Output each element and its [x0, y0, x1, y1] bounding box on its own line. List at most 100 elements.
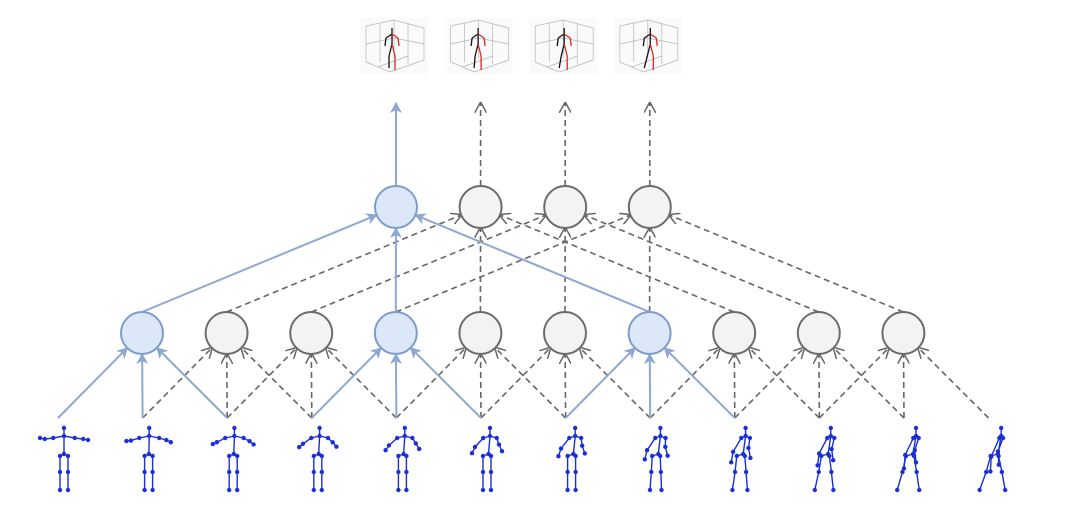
skeleton-bone — [745, 471, 749, 491]
skeleton-joint — [828, 433, 833, 439]
2d-skeleton-icon — [383, 425, 422, 493]
input-to-layer1-edge — [311, 347, 382, 419]
skeleton-joint — [232, 433, 237, 439]
skeleton-joint — [214, 440, 220, 445]
skeleton-joint — [832, 435, 837, 441]
skeleton-joint — [984, 469, 989, 475]
pose-bone — [477, 43, 482, 57]
skeleton-joint — [334, 444, 339, 449]
skeleton-bone — [744, 455, 747, 473]
skeleton-bone — [904, 437, 914, 456]
skeleton-joint — [402, 425, 407, 431]
pose-bone — [483, 37, 486, 47]
skeleton-joint — [742, 453, 747, 459]
input-to-layer1-edge — [564, 347, 636, 419]
skeleton-joint — [317, 433, 322, 439]
layer1-to-layer2-edge — [669, 215, 904, 313]
skeleton-joint — [900, 469, 905, 475]
skeleton-joint — [746, 445, 751, 451]
skeleton-joint — [386, 443, 392, 448]
skeleton-joint — [396, 453, 401, 459]
active-connections — [57, 102, 736, 419]
plot-grid-line — [389, 59, 425, 73]
skeleton-joint — [573, 453, 578, 459]
plot-grid-line — [643, 59, 678, 73]
skeleton-joint — [156, 435, 162, 441]
pose-bone — [563, 43, 568, 57]
inactive-connections — [142, 103, 990, 419]
skeleton-joint — [309, 435, 314, 441]
skeleton-joint — [825, 435, 830, 441]
pose-bone — [646, 43, 651, 57]
skeleton-joint — [494, 435, 499, 441]
layer2-node — [458, 185, 503, 229]
layer1-node — [120, 311, 164, 355]
skeleton-joint — [37, 435, 43, 441]
skeleton-joint — [488, 453, 494, 459]
skeleton-bone — [732, 437, 742, 453]
input-to-layer1-edge — [326, 348, 397, 419]
plot-grid-line — [393, 19, 425, 29]
skeleton-joint — [227, 453, 232, 459]
layer1-to-layer2-edge — [226, 215, 462, 313]
layer2-node — [627, 185, 672, 229]
plot-grid-line — [377, 55, 409, 68]
pose-bone — [557, 33, 565, 39]
skeleton-joint — [999, 425, 1004, 431]
skeleton-joint — [573, 425, 578, 431]
2d-skeleton-icon — [729, 425, 753, 493]
skeleton-joint — [81, 436, 86, 442]
skeleton-joint — [743, 469, 749, 475]
skeleton-joint — [383, 447, 388, 453]
skeleton-bone — [896, 471, 904, 491]
skeleton-joint — [999, 469, 1005, 475]
skeleton-joint — [642, 457, 647, 462]
skeleton-joint — [997, 435, 1002, 441]
skeleton-joint — [663, 444, 668, 450]
skeleton-joint — [330, 440, 335, 445]
skeleton-joint — [311, 487, 316, 493]
input-to-layer1-edge — [834, 348, 905, 419]
pose-bone — [643, 33, 651, 39]
skeleton-bone — [734, 455, 738, 473]
network-nodes — [120, 185, 926, 355]
layer1-node — [458, 311, 503, 355]
skeleton-joint — [404, 487, 409, 493]
skeleton-joint — [730, 487, 735, 493]
input-to-layer1-edge — [749, 348, 820, 419]
skeleton-joint — [168, 440, 173, 445]
skeleton-joint — [227, 469, 232, 475]
skeleton-joint — [150, 469, 155, 475]
2d-skeleton-icon — [642, 425, 670, 493]
skeleton-joint — [142, 453, 147, 459]
skeleton-joint — [812, 487, 817, 493]
skeleton-joint — [300, 441, 306, 446]
skeleton-bone — [1001, 471, 1006, 491]
skeleton-joint — [747, 435, 753, 441]
plot-grid-line — [547, 55, 578, 68]
skeleton-joint — [150, 453, 155, 459]
pose-bone — [471, 33, 479, 39]
skeleton-joint — [649, 469, 654, 475]
skeleton-joint — [480, 453, 486, 459]
skeleton-joint — [128, 438, 134, 443]
plot-grid-line — [631, 55, 662, 68]
layer1-node — [204, 311, 249, 355]
skeleton-joint — [650, 453, 655, 459]
input-to-layer1-edge — [156, 347, 228, 419]
skeleton-bone — [560, 437, 570, 450]
skeleton-joint — [912, 448, 917, 453]
pose-bone — [391, 43, 396, 57]
skeleton-joint — [739, 435, 744, 441]
skeleton-joint — [396, 469, 401, 475]
skeleton-bone — [814, 471, 820, 491]
skeleton-joint — [829, 446, 834, 452]
skeleton-joint — [911, 435, 916, 441]
skeleton-joint — [480, 469, 486, 475]
skeleton-bone — [487, 435, 491, 455]
skeleton-joint — [57, 469, 63, 475]
skeleton-joint — [251, 442, 256, 447]
skeleton-joint — [404, 453, 409, 459]
skeleton-joint — [85, 437, 91, 443]
pose-bone — [384, 37, 387, 47]
